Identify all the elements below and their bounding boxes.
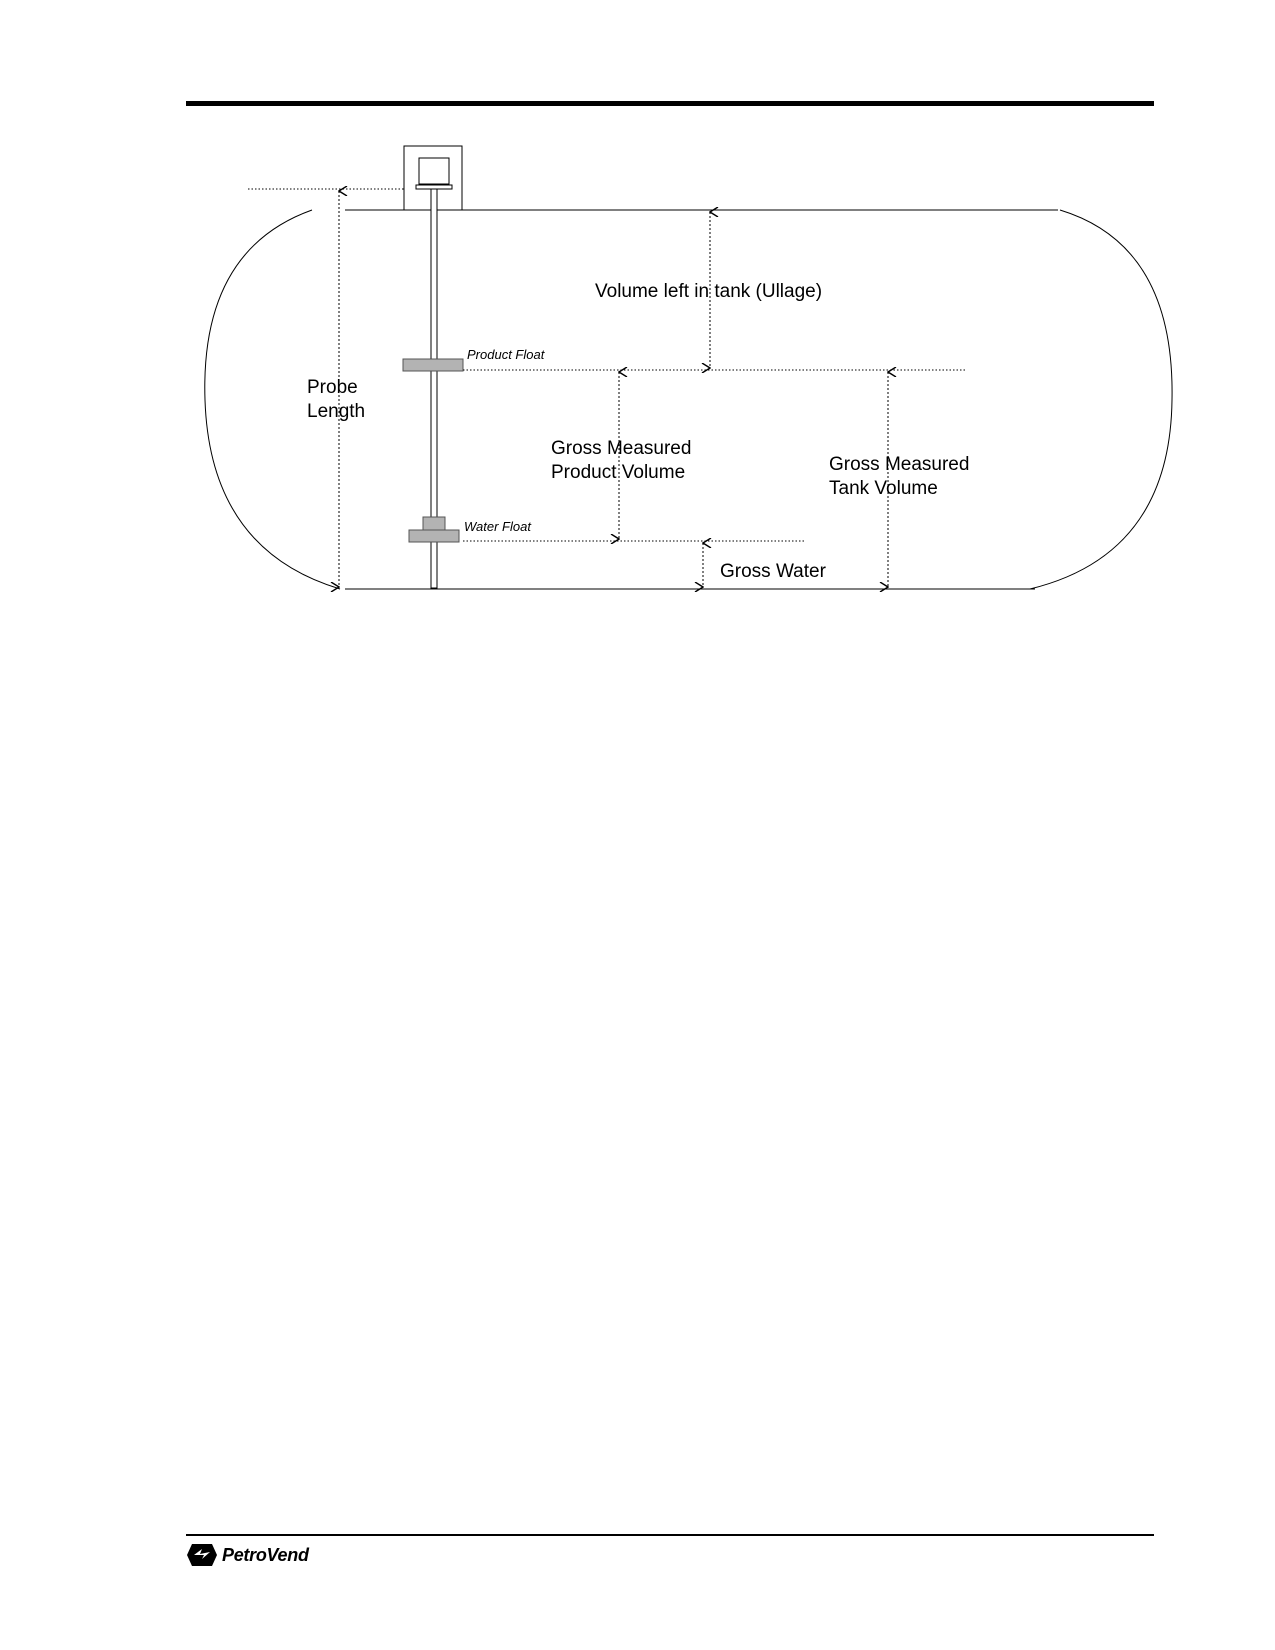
tank-outline xyxy=(204,209,1173,590)
petrovend-logo: PetroVend xyxy=(186,1540,309,1570)
ullage-label: Volume left in tank (Ullage) xyxy=(595,281,822,302)
probe-rod xyxy=(430,188,438,589)
header-rule xyxy=(186,101,1154,106)
water-float xyxy=(408,516,460,543)
brand-name: PetroVend xyxy=(222,1544,309,1565)
product-float xyxy=(402,358,464,372)
gross-water-label: Gross Water xyxy=(720,561,827,582)
product-float-label: Product Float xyxy=(467,347,546,362)
water-float-label: Water Float xyxy=(464,519,532,534)
gross-tank-label-line1: Gross Measured xyxy=(829,454,969,475)
gross-product-label-line2: Product Volume xyxy=(551,462,685,483)
gross-tank-label-line2: Tank Volume xyxy=(829,478,938,499)
reference-lines xyxy=(248,188,965,542)
gross-product-label-line1: Gross Measured xyxy=(551,438,691,459)
probe-length-label-line1: Probe xyxy=(307,377,358,398)
probe-length-label-line2: Length xyxy=(307,401,365,422)
footer-rule xyxy=(186,1534,1154,1536)
petrovend-logo-icon xyxy=(187,1544,217,1566)
